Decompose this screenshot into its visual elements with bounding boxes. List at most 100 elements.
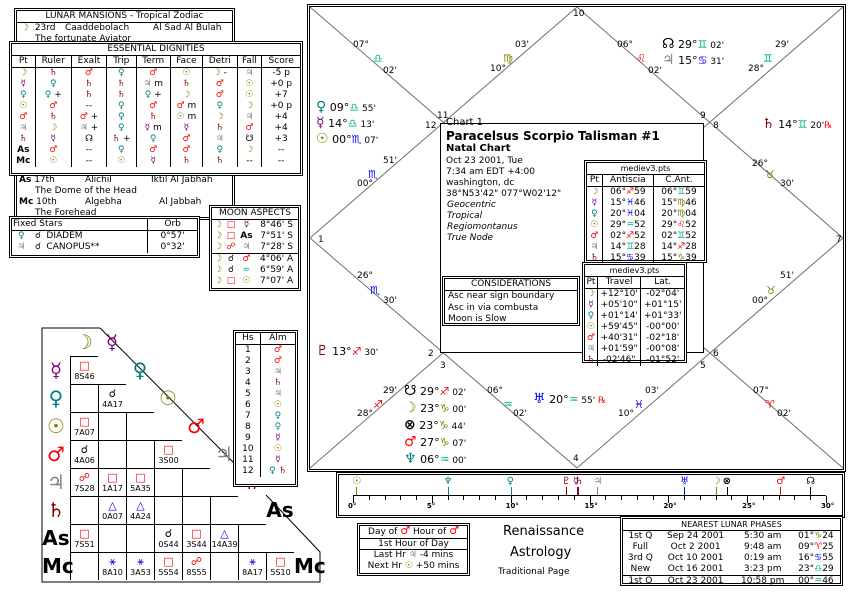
ruler-tick (353, 496, 354, 503)
mansion-arabic: Al Sad Al Bulah (153, 23, 222, 33)
cusp-degree: 26° (752, 159, 768, 169)
considerations-panel: CONSIDERATIONS Asc near sign boundary As… (442, 276, 580, 326)
planet-position[interactable]: ⊗ 23°♑ 44' (404, 417, 465, 433)
chart-place: washington, dc (446, 178, 515, 188)
table-row: ♄☿☊♄ +♀♂♃☋+3 (12, 134, 300, 145)
sign-icon: ♐ (373, 398, 383, 411)
table-cell: ☿ (169, 123, 203, 134)
sign-icon: ♉ (766, 284, 776, 297)
planet-minutes: 00' (452, 405, 467, 415)
cusp-degree: 26° (357, 271, 373, 281)
planet-position[interactable]: ☉ 00°♏ 07' (316, 131, 378, 147)
cusp-degree: 02' (648, 66, 662, 76)
ruler-tick-label: 25° (742, 502, 756, 510)
chart-type: Natal Chart (446, 143, 511, 154)
ruler-tick (778, 496, 780, 500)
ruler-marker (684, 487, 686, 495)
ruler-tick (431, 496, 433, 503)
sign-icon: ♒ (503, 398, 513, 411)
planet-position[interactable]: ☋ 29°♐ 02' (404, 383, 466, 399)
brand-line-1: Renaissance (503, 524, 585, 539)
table-cell: 7°28' S (260, 242, 293, 252)
sign-icon: ♒ (439, 453, 450, 466)
planet-degree: 23° (420, 402, 440, 415)
sign-icon: ♋ (697, 54, 708, 67)
planet-minutes: 30' (364, 348, 379, 358)
table-cell: ☿ (34, 134, 72, 145)
table-cell: New (630, 564, 651, 574)
table-row: 3♃ (236, 367, 295, 378)
ruler-marker (810, 487, 812, 495)
table-cell: ♃ (17, 242, 26, 252)
sign-icon: ♌ (636, 52, 646, 65)
table-cell: ☉ (169, 67, 203, 79)
planet-position[interactable]: ☊ 29°♊ 02' (662, 36, 724, 52)
sign-icon: ♊ (797, 118, 808, 131)
sun-icon: ☉ (404, 560, 413, 571)
table-cell: ♄ (70, 79, 107, 90)
ruler-marker (356, 487, 358, 495)
table-cell: 14°♊28 (601, 242, 654, 253)
table-cell: As (17, 145, 30, 155)
table-cell: 6°59' A (259, 265, 294, 275)
planet-position[interactable]: ♇ 13°♐ 30' (316, 343, 378, 359)
table-cell: ♃ (19, 123, 28, 133)
mansion-arabic: Al Jabbah (159, 197, 202, 207)
travel-title: medievЗ.pts (585, 265, 684, 277)
table-row: ☉♂--♀♂♂ m♀☽+0 p (12, 101, 300, 112)
planet-degree: 14° (328, 117, 348, 130)
mars-icon: ♂ (404, 434, 417, 450)
planet-position[interactable]: ♀ 09°♎ 55' (316, 99, 376, 115)
chart-option: Regiomontanus (447, 222, 518, 232)
lunar-mansions-title: LUNAR MANSIONS - Tropical Zodiac (17, 11, 232, 23)
ruler-marker (576, 487, 578, 495)
table-cell: 12 (242, 466, 254, 476)
sign-icon: ♊ (697, 38, 708, 51)
planet-position[interactable]: ♆ 06°♒ 00' (404, 451, 466, 467)
table-row: 2♂ (236, 356, 295, 367)
ruler-tick (621, 496, 623, 500)
column-header: Lat. (640, 277, 684, 289)
table-cell: 9 (245, 433, 251, 443)
table-cell: 20°♍04 (653, 209, 704, 220)
table-cell: ♃ m (135, 79, 171, 90)
planet-position[interactable]: ☿ 14°♎ 13' (316, 115, 374, 131)
table-cell: ☽ (214, 265, 223, 275)
table-cell: ♃ (242, 242, 251, 252)
table-row: As♂--♀♂♂♀☽-- (12, 145, 300, 156)
ruler-tick (542, 496, 544, 500)
jupiter-icon: ♃ (408, 550, 417, 560)
table-row: 9☿ (236, 433, 295, 444)
planet-position[interactable]: ♄ 14°♊ 20'℞ (762, 116, 832, 132)
table-cell: +3 (261, 134, 300, 145)
cusp-degree: 30' (383, 296, 397, 306)
moon-icon: ☽ (404, 400, 417, 416)
table-cell: +01°14' (596, 311, 641, 322)
planet-position[interactable]: ☽ 23°♑ 00' (404, 400, 466, 416)
planet-position[interactable]: ♃ 15°♋ 31' (662, 52, 724, 68)
table-cell: ☽ (34, 123, 72, 134)
table-row: 1♂ (236, 344, 295, 356)
uranus-icon: ♅ (680, 476, 690, 487)
planet-position[interactable]: ♂ 27°♑ 07' (404, 434, 466, 450)
table-cell: +59'45" (596, 322, 641, 333)
table-cell: 06°♐59 (601, 186, 654, 198)
ruler-tick (652, 496, 654, 500)
ruler-tick (747, 496, 749, 503)
table-cell: ♀ (17, 231, 25, 241)
hour-label: Hour of (412, 527, 447, 537)
mansion-meaning: The fortunate Aviator (35, 34, 132, 44)
planet-position[interactable]: ♅ 20°♒ 55' ℞ (533, 391, 606, 407)
table-cell: ♃ (259, 389, 295, 400)
table-cell: ♄ (590, 253, 599, 263)
table-cell: ☉ (242, 276, 251, 286)
table-cell: ♄ (586, 355, 595, 365)
table-cell: -02°18' (640, 333, 684, 344)
table-cell: ♂ m (169, 101, 203, 112)
house-number: 1 (318, 235, 324, 245)
table-cell: 06°♊59 (653, 186, 704, 198)
hour-of-day: 1st Hour of Day (360, 539, 467, 550)
